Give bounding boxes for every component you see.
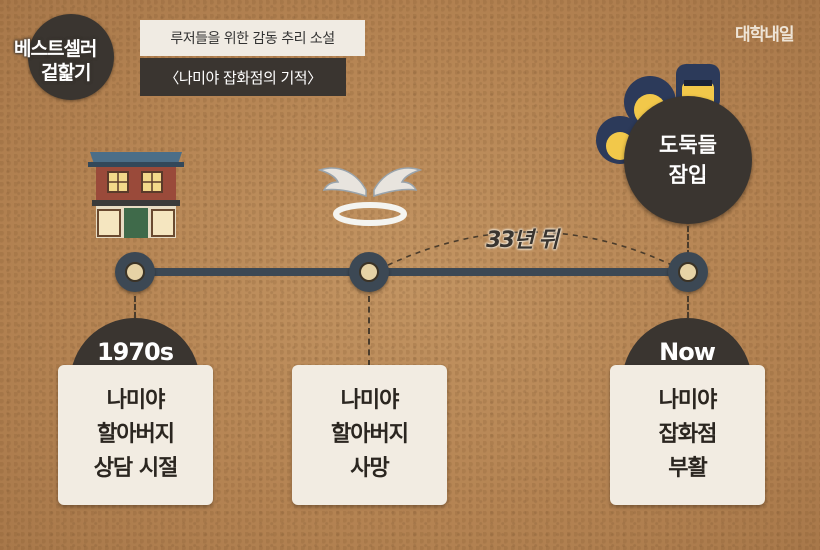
- period-label-now: Now: [659, 338, 716, 366]
- stage-3-line-2: 잡화점: [658, 422, 718, 447]
- connector-3: [687, 296, 689, 326]
- timeline-node-2: [349, 252, 389, 292]
- timeline-node-3: [668, 252, 708, 292]
- badge-circle: [28, 14, 114, 100]
- stage-card-1: 나미야 할아버지 상담 시절: [58, 365, 213, 505]
- event-line-2: 잠입: [668, 163, 708, 187]
- stage-2-line-2: 할아버지: [331, 422, 409, 447]
- timeline-line: [130, 268, 690, 276]
- stage-1-line-2: 할아버지: [97, 422, 175, 447]
- badge-line-2: 겉핥기: [41, 62, 91, 84]
- book-title-box: 〈나미야 잡화점의 기적〉: [140, 58, 346, 96]
- event-circle: 도둑들 잠입: [624, 96, 752, 224]
- stage-3-line-1: 나미야: [658, 388, 718, 413]
- connector-1: [134, 296, 136, 326]
- event-line-1: 도둑들: [659, 133, 717, 157]
- period-label-1970s: 1970s: [96, 338, 174, 366]
- subtitle-box: 루저들을 위한 감동 추리 소설: [140, 20, 365, 56]
- stage-1-line-1: 나미야: [106, 388, 166, 413]
- stage-card-2: 나미야 할아버지 사망: [292, 365, 447, 505]
- timeline-node-1: [115, 252, 155, 292]
- stage-1-line-3: 상담 시절: [93, 456, 179, 481]
- stage-3-line-3: 부활: [668, 456, 707, 481]
- connector-2: [368, 296, 370, 366]
- stage-2-line-1: 나미야: [340, 388, 400, 413]
- stage-2-line-3: 사망: [350, 456, 389, 481]
- connector-3-top: [687, 226, 689, 256]
- angel-halo-icon: [318, 167, 422, 226]
- house-icon: [88, 152, 184, 238]
- gap-label: 33년 뒤: [486, 228, 559, 253]
- brand-logo: 대학내일: [735, 25, 795, 45]
- badge-line-1: 베스트셀러: [14, 38, 97, 60]
- stage-card-3: 나미야 잡화점 부활: [610, 365, 765, 505]
